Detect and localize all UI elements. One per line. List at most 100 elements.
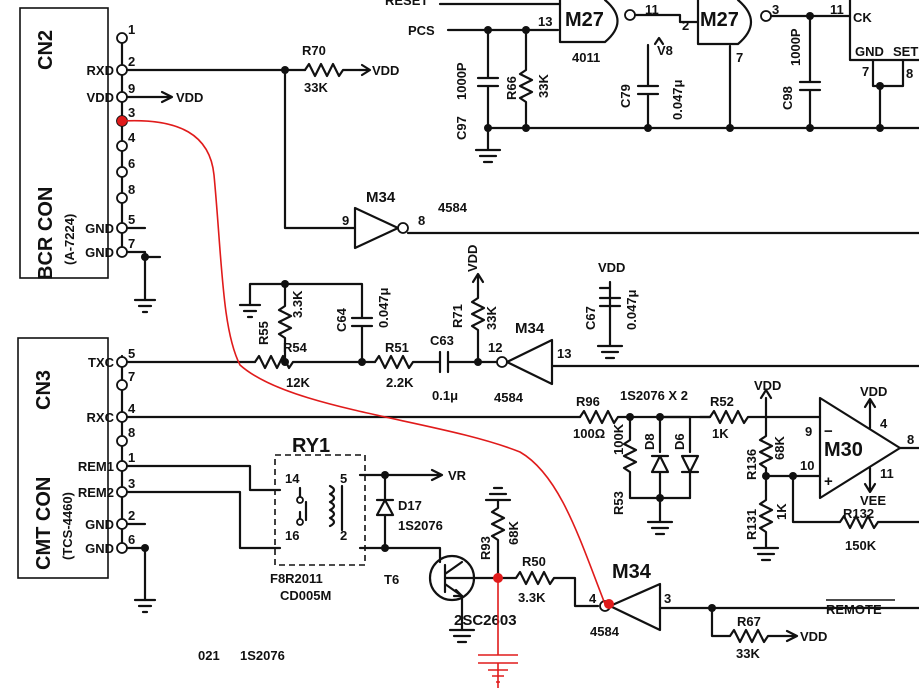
ff-gnd-label: GND (855, 44, 884, 59)
reset-label: RESET (385, 0, 428, 8)
m30-pin-plus: 10 (800, 458, 814, 473)
cn3-pin-5 (116, 356, 128, 368)
r96-ref: R96 (576, 394, 600, 409)
m34a-pin-in: 9 (342, 213, 349, 228)
cn3-title: CMT CON (33, 477, 55, 570)
r131-value: 1K (774, 503, 789, 520)
ff-ck-label: CK (853, 10, 872, 25)
m30-pin-vee: 11 (880, 466, 894, 481)
cn3-pin-number: 6 (128, 532, 135, 547)
cn2-pin-number: 9 (128, 81, 135, 96)
r53-ref: R53 (611, 491, 626, 515)
ry1-part: F8R2011 (270, 571, 323, 586)
t6-value: 2SC2603 (454, 612, 517, 629)
c97-ref: C97 (454, 116, 469, 140)
cn3-pin-4 (116, 411, 128, 423)
c97-value: 1000P (454, 62, 469, 100)
r54-value: 12K (286, 375, 310, 390)
footnote-left: 021 (198, 648, 220, 663)
nand-m27a: M27 4011 11 (558, 0, 659, 65)
r55-value: 3.3K (290, 290, 305, 318)
ry1-pin-14: 14 (285, 471, 300, 486)
d8-ref: D8 (642, 433, 657, 450)
diodes-ref: 1S2076 X 2 (620, 388, 688, 403)
cn2-pin-number: 8 (128, 182, 135, 197)
cn2-body (19, 7, 109, 279)
r71-value: 33K (484, 306, 499, 330)
r50-ref: R50 (522, 554, 546, 569)
vdd-label-m30: VDD (860, 384, 887, 399)
flipflop-chip: CK GND SET (848, 0, 919, 62)
vdd-label-r70: VDD (372, 63, 399, 78)
r66-value: 33K (536, 74, 551, 98)
c64-value: 0.047μ (376, 287, 391, 328)
cn2-pin-7 (116, 246, 128, 258)
m27b-pin-in: 2 (682, 18, 689, 33)
inverter-m34c: M34 4584 4 3 (589, 561, 671, 639)
m27a-pin-out: 11 (645, 2, 659, 17)
cn2-pin-8 (116, 192, 128, 204)
r136-value: 68K (772, 436, 787, 460)
cn3-pin-number: 7 (128, 369, 135, 384)
m34b-part: 4584 (494, 390, 524, 405)
cn2-pin-label: GND (85, 245, 114, 260)
d17-ref: D17 (398, 498, 422, 513)
c98-value: 1000P (788, 28, 803, 66)
opamp-m30: M30 − + 4 11 8 (818, 396, 914, 500)
cn3-pin-8 (116, 435, 128, 447)
cn2-pin-number: 5 (128, 212, 135, 227)
inverter-m34b: M34 4584 13 (494, 320, 571, 405)
c64-ref: C64 (334, 307, 349, 332)
cn2-pin-4 (116, 140, 128, 152)
m34a-name: M34 (366, 189, 396, 206)
r55-ref: R55 (256, 321, 271, 345)
m34a-pin-out: 8 (418, 213, 425, 228)
cn3-pin-3 (116, 486, 128, 498)
cn2-pin-label: VDD (87, 90, 114, 105)
m27a-name: M27 (565, 9, 604, 31)
cn3-pin-label: TXC (88, 355, 115, 370)
connector-cn2: CN2 BCR CON (A-7224) 12RXD9VDD34685GND7G… (19, 7, 136, 280)
m34a-part: 4584 (438, 200, 468, 215)
m30-pin-minus: 9 (805, 424, 812, 439)
c67-value: 0.047μ (624, 289, 639, 330)
remote-label: REMOTE (826, 602, 882, 617)
cn2-pin-6 (116, 166, 128, 178)
red-annotation (117, 116, 614, 688)
transistor-t6: T6 2SC2603 (384, 554, 517, 629)
m34c-name: M34 (612, 561, 652, 583)
cn3-pin-2 (116, 518, 128, 530)
cn3-name: CN3 (33, 370, 55, 410)
cn3-pin-number: 2 (128, 508, 135, 523)
cn2-pin-5 (116, 222, 128, 234)
cn3-pin-label: RXC (87, 410, 115, 425)
cn2-pin-2 (116, 64, 128, 76)
cn2-pin-label: GND (85, 221, 114, 236)
c79-value: 0.047μ (670, 79, 685, 120)
footnote-right: 1S2076 (240, 648, 285, 663)
cn2-part: (A-7224) (62, 214, 77, 265)
r50-value: 3.3K (518, 590, 546, 605)
pcs-label: PCS (408, 23, 435, 38)
d6-ref: D6 (672, 433, 687, 450)
ry1-pin-2: 2 (340, 528, 347, 543)
cn3-pin-label: REM1 (78, 459, 114, 474)
m34b-pin-in: 12 (488, 340, 502, 355)
r93-ref: R93 (478, 536, 493, 560)
v8-label: V8 (657, 43, 673, 58)
r70-value: 33K (304, 80, 328, 95)
nand-m27b: M27 3 7 (696, 0, 779, 65)
cn2-pin-1 (116, 32, 128, 44)
cn2-pin-number: 7 (128, 236, 135, 251)
m30-pin-out: 8 (907, 432, 914, 447)
ff-set-label: SET (893, 44, 918, 59)
m27b-pin-gnd: 7 (736, 50, 743, 65)
vdd-label-r136: VDD (754, 378, 781, 393)
inverter-m34a: M34 4584 9 8 (342, 189, 468, 250)
m34b-name: M34 (515, 320, 545, 337)
m34c-part: 4584 (590, 624, 620, 639)
r132-value: 150K (845, 538, 877, 553)
vdd-label-c67: VDD (598, 260, 625, 275)
r52-value: 1K (712, 426, 729, 441)
m34c-pin-in: 4 (589, 591, 597, 606)
